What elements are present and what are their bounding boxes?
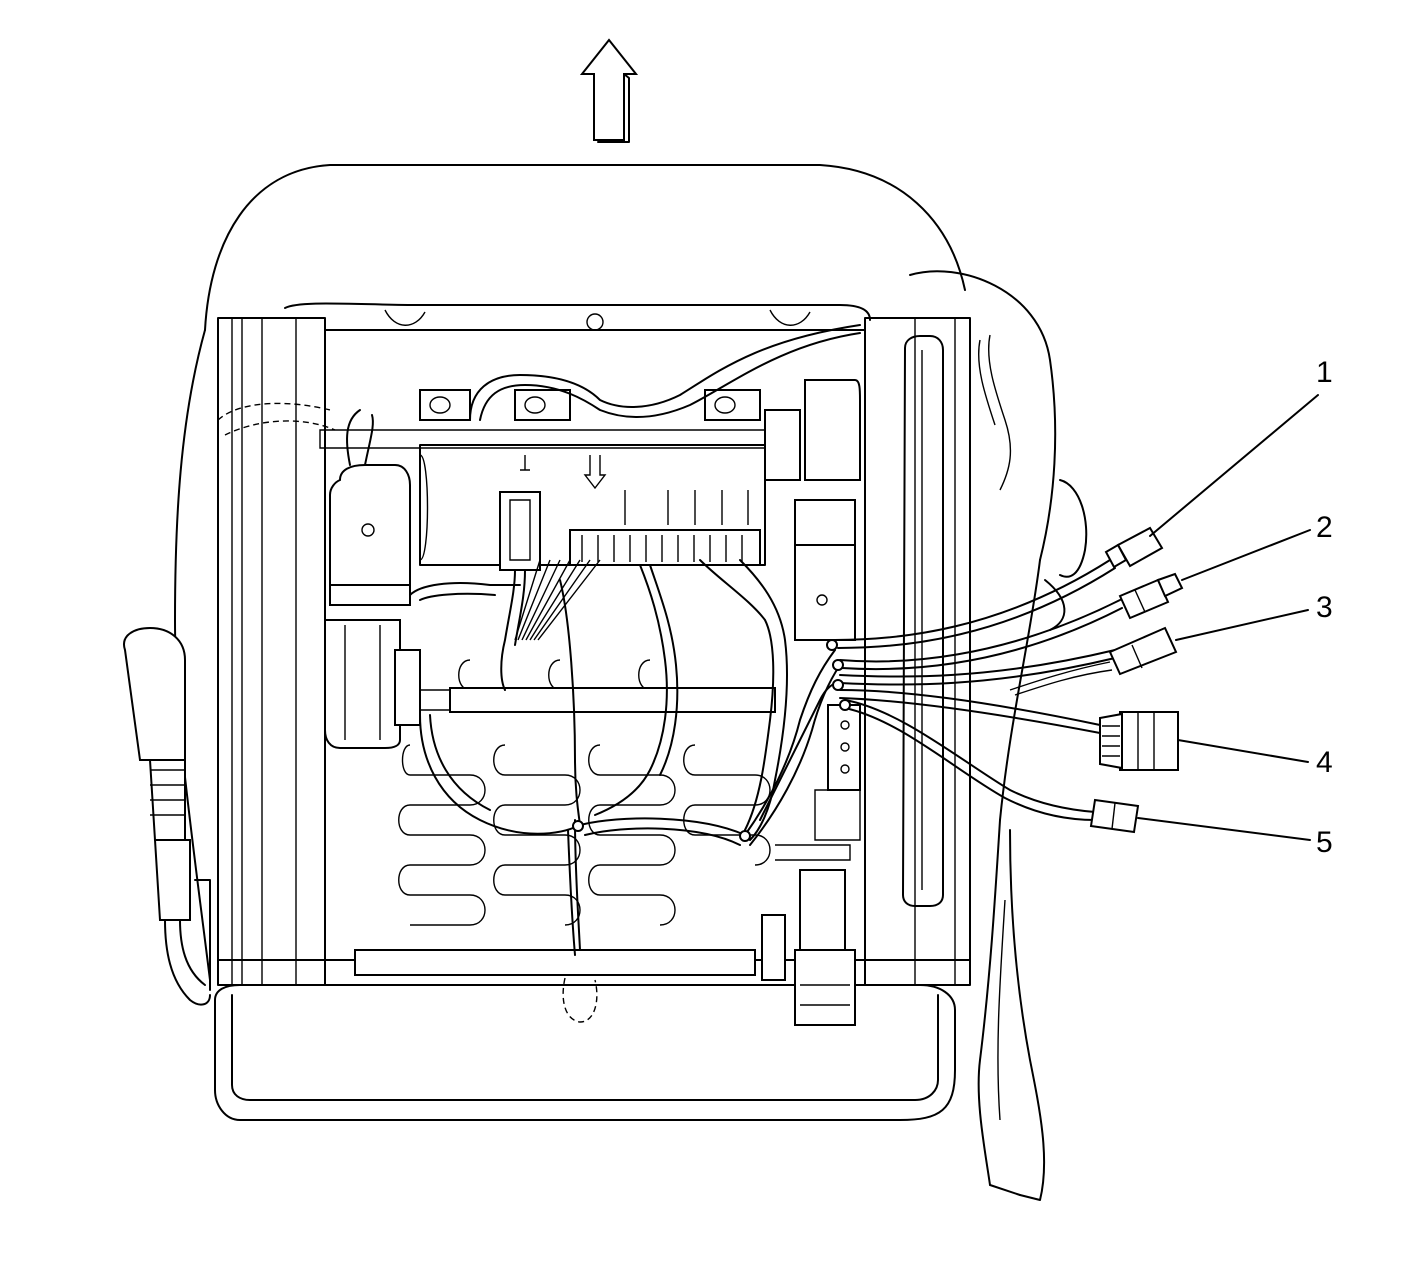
- callout-2: 2: [1316, 511, 1333, 544]
- connector-5: [1089, 798, 1140, 834]
- wiring-harness: [409, 324, 1123, 956]
- connector-3: [1108, 626, 1178, 676]
- lower-actuator: [761, 844, 856, 1026]
- seat-crossbars: [354, 687, 776, 976]
- callout-4: 4: [1316, 746, 1333, 779]
- callout-3: 3: [1316, 591, 1333, 624]
- side-trim-strip: [977, 819, 1046, 1201]
- connector-4: [1099, 711, 1179, 771]
- connector-2: [1118, 572, 1184, 620]
- seat-cushion-outline: [174, 164, 1088, 981]
- connector-1: [1104, 526, 1164, 569]
- forward-arrow-icon: [579, 38, 639, 143]
- recliner-handle: [123, 626, 211, 1006]
- seat-control-module: [419, 389, 801, 571]
- left-seat-motor: [324, 409, 421, 749]
- callout-1: 1: [1316, 356, 1333, 389]
- right-seat-motor: [794, 379, 861, 841]
- leader-lines: [1137, 394, 1319, 841]
- callout-5: 5: [1316, 826, 1333, 859]
- hidden-wire-routing: [217, 402, 598, 1023]
